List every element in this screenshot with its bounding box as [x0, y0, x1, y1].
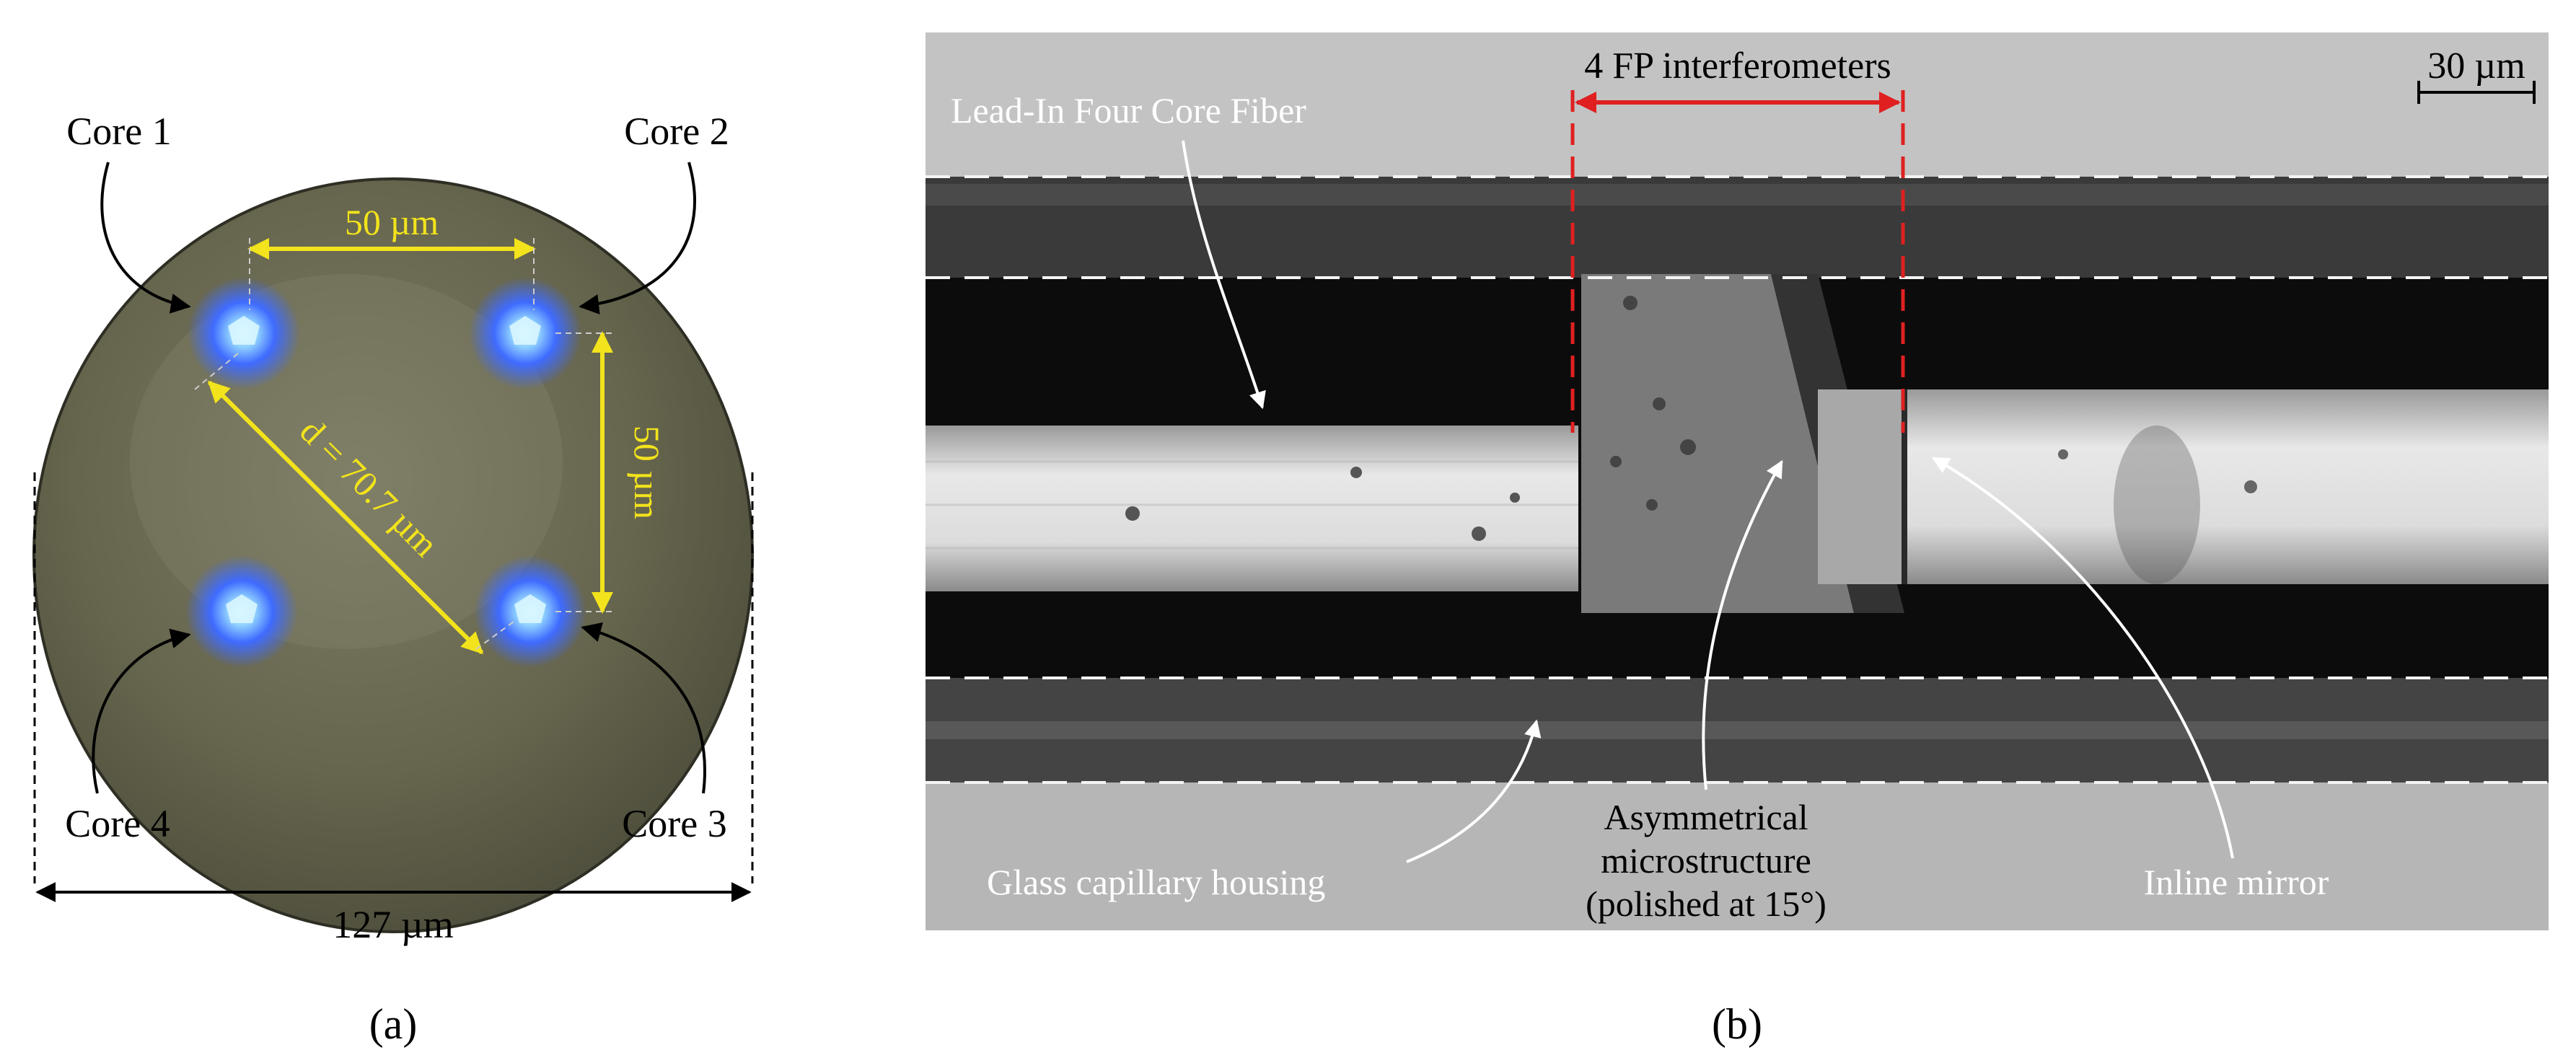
core-2-label: Core 2: [624, 110, 729, 153]
microstructure-label-1: Asymmetrical: [1604, 797, 1808, 837]
dimension-horizontal: [247, 238, 536, 310]
inline-mirror-fiber: [1904, 389, 2549, 584]
fp-interferometers-label: 4 FP interferometers: [1584, 45, 1891, 87]
mirror-label: Inline mirror: [2144, 862, 2329, 902]
core-1-arrow: [100, 162, 191, 314]
capillary-arrow: [1406, 719, 1542, 863]
lead-in-label: Lead-In Four Core Fiber: [951, 90, 1306, 131]
core-3-spot: [474, 555, 586, 668]
scale-bar-label: 30 µm: [2427, 45, 2525, 87]
core-3-label: Core 3: [622, 802, 726, 845]
core-4-spot: [185, 555, 298, 668]
panel-b-caption: (b): [1712, 1000, 1762, 1048]
asymmetrical-microstructure: [1581, 274, 1854, 613]
lead-in-arrow: [1182, 140, 1266, 410]
panel-b: 4 FP interferometers 30 µm Lead-In Four …: [926, 32, 2549, 1048]
core-4-arrow: [92, 628, 191, 794]
panel-a: 50 µm 50 µm d = 70.7 µm Core 1 Core 2 Co…: [32, 110, 754, 1048]
capillary-label: Glass capillary housing: [987, 862, 1325, 902]
microstructure-arrow: [1702, 459, 1783, 790]
core-3-arrow: [581, 622, 706, 794]
core-2-arrow: [579, 162, 696, 314]
microstructure-label-3: (polished at 15°): [1586, 883, 1827, 924]
diameter-label: 127 µm: [333, 903, 454, 946]
core-1-label: Core 1: [66, 110, 171, 153]
panel-a-caption: (a): [369, 1000, 418, 1048]
dimension-diagonal: [194, 353, 516, 655]
dimension-vertical: [555, 331, 613, 614]
core-4-label: Core 4: [65, 802, 170, 845]
lead-in-fiber: [926, 426, 1578, 591]
microstructure-label-2: microstructure: [1601, 840, 1811, 881]
core-1-spot: [188, 277, 300, 389]
dimension-horizontal-label: 50 µm: [345, 202, 439, 242]
mirror-arrow: [1931, 457, 2234, 859]
core-2-spot: [469, 277, 581, 389]
dimension-vertical-label: 50 µm: [627, 426, 667, 519]
